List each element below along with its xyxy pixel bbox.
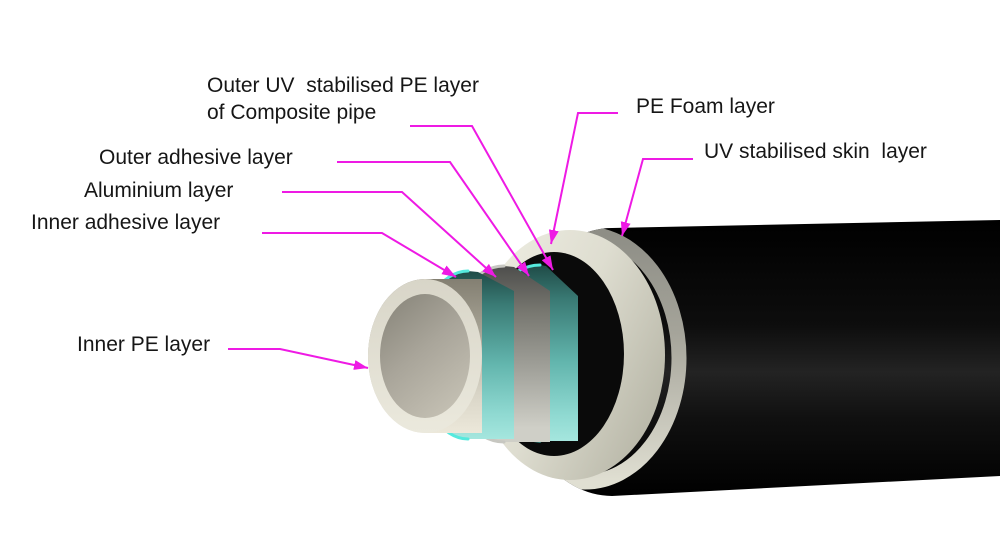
label-inner-pe-layer: Inner PE layer (77, 333, 211, 356)
label-outer-adhesive-layer: Outer adhesive layer (99, 146, 293, 169)
leader-inner-pe-layer (228, 348, 369, 370)
label-pe-foam-layer: PE Foam layer (636, 95, 775, 118)
label-uv-skin-layer: UV stabilised skin layer (704, 140, 927, 163)
leader-outer-adhesive-layer (337, 161, 530, 277)
leader-inner-adhesive-layer (262, 232, 457, 278)
pipe-bore (380, 294, 470, 418)
leader-outer-uv-pe-layer (410, 125, 554, 271)
leader-pe-foam-layer (548, 112, 618, 245)
label-inner-adhesive-layer: Inner adhesive layer (31, 211, 221, 234)
label-aluminium-layer: Aluminium layer (84, 179, 234, 202)
leader-uv-skin-layer (620, 158, 693, 237)
label-outer-uv-pe-layer: Outer UV stabilised PE layer of Composit… (207, 74, 479, 124)
leader-aluminium-layer (282, 191, 497, 278)
